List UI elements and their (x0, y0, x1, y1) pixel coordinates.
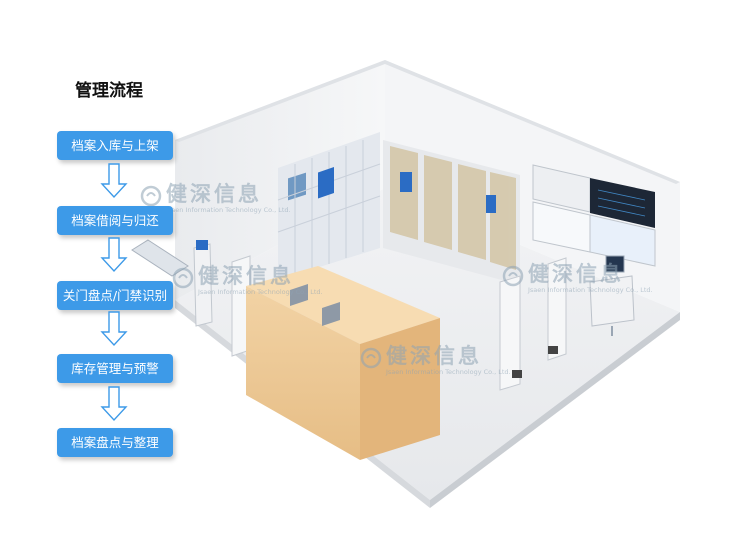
down-arrow-icon (100, 163, 128, 199)
down-arrow-icon (100, 386, 128, 422)
flow-step-1: 档案入库与上架 (57, 131, 173, 160)
watermark-name: 健深信息 (166, 182, 262, 206)
brand-logo-icon (172, 267, 194, 289)
page-title: 管理流程 (75, 81, 143, 101)
watermark-name: 健深信息 (386, 344, 482, 368)
watermark: 健深信息 Jsaen Information Technology Co., L… (172, 260, 323, 296)
brand-logo-icon (140, 185, 162, 207)
watermark-subtitle: Jsaen Information Technology Co., Ltd. (198, 288, 323, 296)
watermark: 健深信息 Jsaen Information Technology Co., L… (140, 178, 291, 214)
brand-logo-icon (502, 265, 524, 287)
watermark-name: 健深信息 (198, 264, 294, 288)
watermark-subtitle: Jsaen Information Technology Co., Ltd. (166, 206, 291, 214)
watermark: 健深信息 Jsaen Information Technology Co., L… (502, 258, 653, 294)
watermark-name: 健深信息 (528, 262, 624, 286)
brand-logo-icon (360, 347, 382, 369)
flow-step-4: 库存管理与预警 (57, 354, 173, 383)
flow-step-2: 档案借阅与归还 (57, 206, 173, 235)
flow-step-3: 关门盘点/门禁识别 (57, 281, 173, 310)
down-arrow-icon (100, 237, 128, 273)
watermark-subtitle: Jsaen Information Technology Co., Ltd. (386, 368, 511, 376)
watermark-subtitle: Jsaen Information Technology Co., Ltd. (528, 286, 653, 294)
flow-step-5: 档案盘点与整理 (57, 428, 173, 457)
down-arrow-icon (100, 311, 128, 347)
watermark: 健深信息 Jsaen Information Technology Co., L… (360, 340, 511, 376)
